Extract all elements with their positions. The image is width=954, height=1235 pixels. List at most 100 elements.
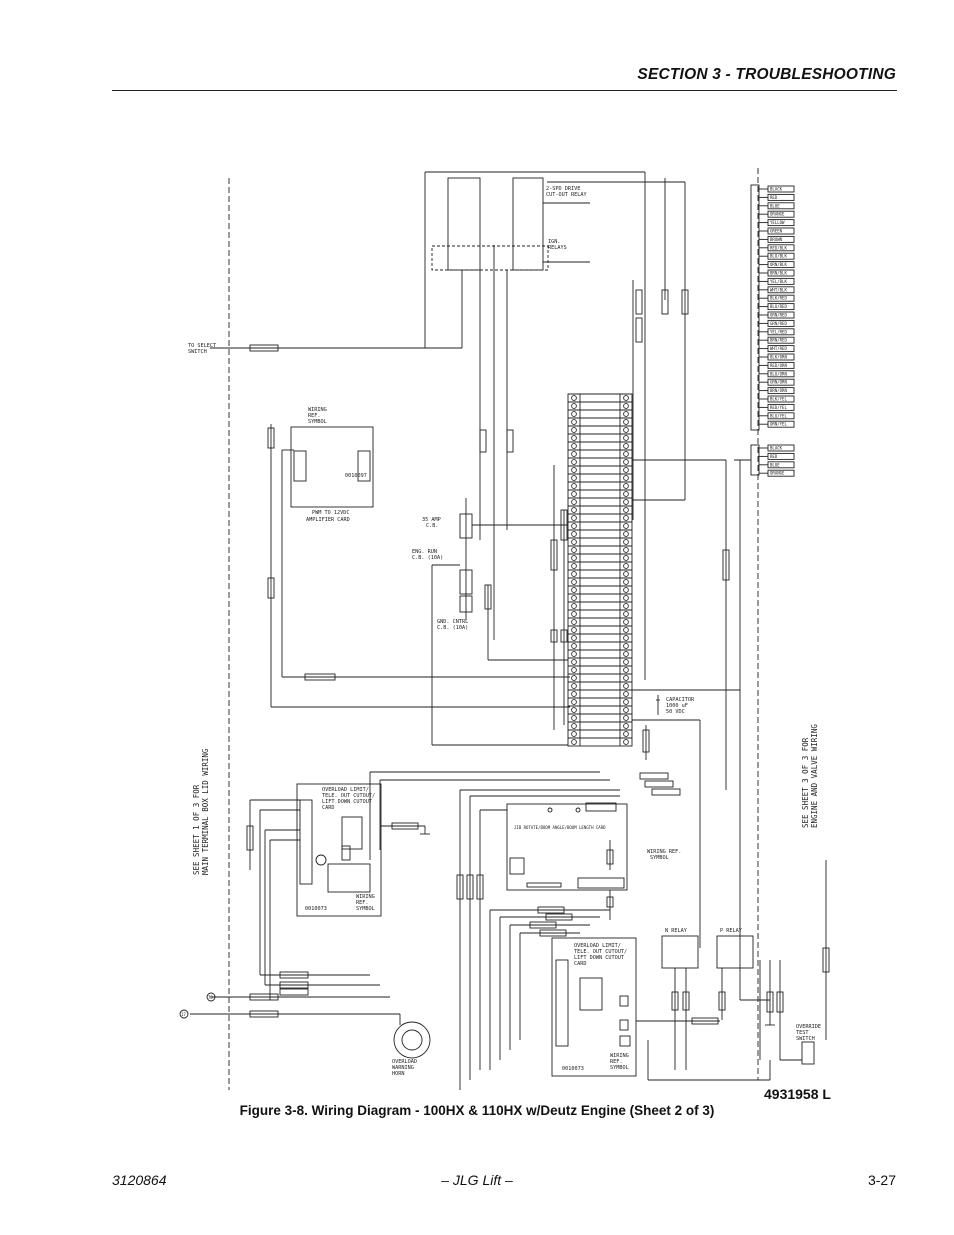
- terminal-screw: [623, 739, 629, 745]
- terminal-screw: [623, 451, 629, 457]
- terminal-screw: [623, 595, 629, 601]
- terminal-screw: [623, 659, 629, 665]
- doc-number: 3120864: [112, 1172, 167, 1188]
- terminal-screw: [571, 411, 577, 417]
- legend-wire-label: RED/ORN: [770, 363, 787, 368]
- legend-wire-label: BLU/RED: [770, 304, 787, 309]
- terminal-screw: [623, 643, 629, 649]
- label-conn-73: 73: [208, 995, 213, 1000]
- terminal-screw: [623, 699, 629, 705]
- terminal-screw: [571, 579, 577, 585]
- label-see-sheet-3: SEE SHEET 3 OF 3 FORENGINE AND VALVE WIR…: [801, 724, 819, 828]
- legend-wire-label: YELLOW: [770, 220, 785, 225]
- terminal-screw: [623, 683, 629, 689]
- terminal-screw: [623, 619, 629, 625]
- terminal-screw: [571, 571, 577, 577]
- header-rule: [112, 90, 897, 91]
- terminal-screw: [571, 507, 577, 513]
- terminal-screw: [571, 395, 577, 401]
- legend-wire-label: RED/YEL: [770, 405, 787, 410]
- terminal-screw: [623, 411, 629, 417]
- terminal-screw: [623, 603, 629, 609]
- legend-wire-label: BLK/ORN: [770, 355, 787, 360]
- legend-wire-label: BLU/BLK: [770, 254, 787, 259]
- label-overload-card-left: OVERLOAD LIMIT/TELE. OUT CUTOUT/LIFT DOW…: [322, 787, 375, 811]
- terminal-screw: [623, 531, 629, 537]
- label-wiring-ref-mid: WIRING REF.SYMBOL: [647, 849, 681, 861]
- terminal-screw: [571, 459, 577, 465]
- publisher: – JLG Lift –: [441, 1172, 513, 1188]
- legend-extra-wire-label: BLACK: [770, 446, 783, 451]
- terminal-screw: [623, 395, 629, 401]
- terminal-screw: [623, 539, 629, 545]
- terminal-screw: [571, 547, 577, 553]
- terminal-screw: [571, 555, 577, 561]
- terminal-screw: [571, 531, 577, 537]
- legend-wire-label: YEL/RED: [770, 329, 787, 334]
- section-title: SECTION 3 - TROUBLESHOOTING: [637, 66, 896, 83]
- terminal-screw: [571, 659, 577, 665]
- terminal-screw: [623, 691, 629, 697]
- legend-wire-label: GREEN: [770, 229, 783, 234]
- terminal-screw: [571, 491, 577, 497]
- terminal-screw: [571, 739, 577, 745]
- figure-caption: Figure 3-8. Wiring Diagram - 100HX & 110…: [239, 1103, 715, 1118]
- terminal-screw: [623, 675, 629, 681]
- terminal-screw: [623, 547, 629, 553]
- legend-extra-wire-label: ORANGE: [770, 471, 785, 476]
- terminal-screw: [571, 675, 577, 681]
- terminal-screw: [571, 483, 577, 489]
- label-pwm-part: 0010097: [345, 473, 367, 479]
- terminal-screw: [571, 731, 577, 737]
- terminal-screw: [623, 483, 629, 489]
- terminal-screw: [571, 651, 577, 657]
- terminal-screw: [571, 443, 577, 449]
- legend-wire-label: BLK/YEL: [770, 397, 787, 402]
- terminal-screw: [623, 499, 629, 505]
- terminal-screw: [623, 563, 629, 569]
- terminal-screw: [571, 427, 577, 433]
- drawing-number: 4931958 L: [764, 1086, 831, 1102]
- terminal-screw: [571, 403, 577, 409]
- legend-wire-label: ORANGE: [770, 212, 785, 217]
- terminal-screw: [623, 667, 629, 673]
- terminal-screw: [623, 587, 629, 593]
- label-conn-17: 17: [181, 1012, 186, 1017]
- terminal-screw: [571, 627, 577, 633]
- legend-wire-label: BLACK: [770, 187, 783, 192]
- label-overload-card-right: OVERLOAD LIMIT/TELE. OUT CUTOUT/LIFT DOW…: [574, 943, 627, 967]
- terminal-screw: [623, 579, 629, 585]
- terminal-screw: [623, 635, 629, 641]
- legend-wire-label: YEL/BLK: [770, 279, 787, 284]
- terminal-screw: [571, 611, 577, 617]
- label-length-card: JIB ROTATE/BOOM ANGLE/BOOM LENGTH CARD: [514, 825, 606, 830]
- terminal-screw: [623, 467, 629, 473]
- terminal-screw: [571, 691, 577, 697]
- terminal-screw: [571, 643, 577, 649]
- page-number: 3-27: [867, 1172, 896, 1188]
- legend-wire-label: WHT/RED: [770, 346, 787, 351]
- legend-wire-label: BLUE: [770, 203, 780, 208]
- legend-wire-label: BROWN: [770, 237, 783, 242]
- legend-wire-label: BLK/RED: [770, 296, 787, 301]
- legend-wire-label: GRN/ORN: [770, 380, 787, 385]
- legend-wire-label: RED/BLK: [770, 245, 787, 250]
- terminal-screw: [623, 427, 629, 433]
- label-n-relay: N RELAY: [665, 928, 688, 934]
- terminal-screw: [623, 459, 629, 465]
- label-part-left: 0010073: [305, 906, 327, 912]
- terminal-screw: [623, 507, 629, 513]
- terminal-screw: [571, 715, 577, 721]
- legend-wire-label: BLU/YEL: [770, 413, 787, 418]
- terminal-screw: [571, 563, 577, 569]
- terminal-screw: [623, 435, 629, 441]
- terminal-screw: [571, 723, 577, 729]
- terminal-screw: [571, 539, 577, 545]
- terminal-screw: [571, 683, 577, 689]
- terminal-screw: [571, 499, 577, 505]
